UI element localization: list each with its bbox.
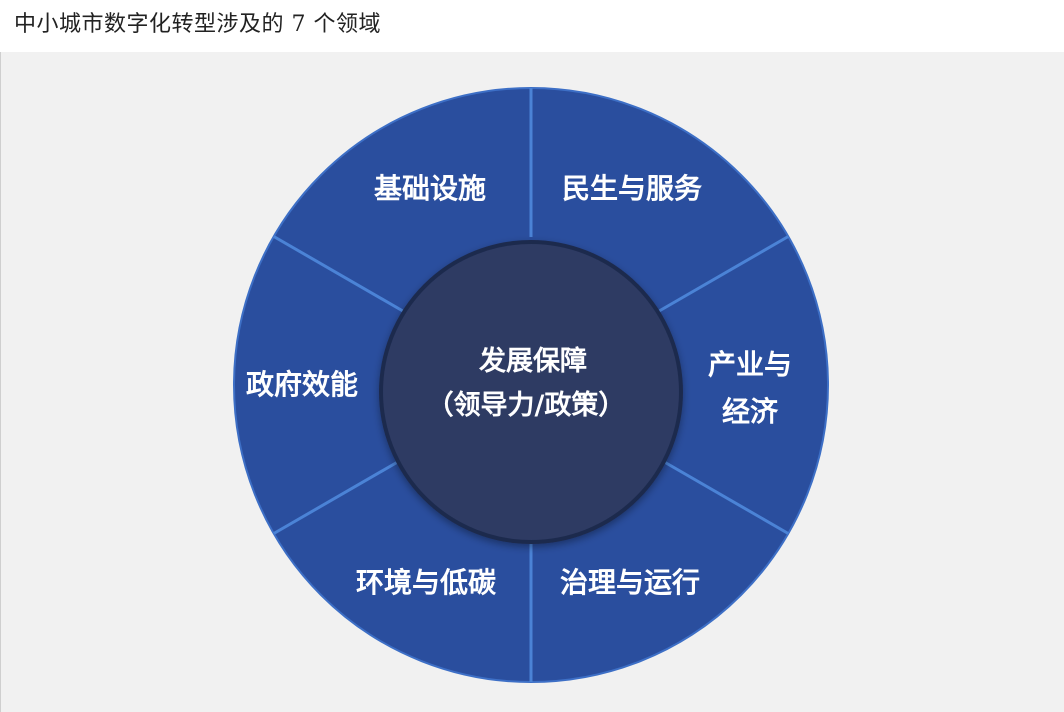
segment-label-governance: 治理与运行 [560,566,700,599]
divider-line [658,235,789,313]
ring-dividers [273,88,789,682]
center-subtitle: （领导力/政策） [427,389,626,421]
segment-label-industry-line1: 产业与 [708,348,792,381]
divider-line [273,457,404,535]
segment-label-infra: 基础设施 [374,172,486,205]
center-circle [379,240,683,544]
segment-label-livelihood: 民生与服务 [562,172,702,205]
segment-label-government: 政府效能 [246,368,358,401]
segment-label-environment: 环境与低碳 [356,566,497,599]
segment-label-industry-line2: 经济 [722,395,779,428]
page-title: 中小城市数字化转型涉及的 7 个领域 [14,12,381,37]
center-title: 发展保障 [478,345,587,377]
divider-line [273,235,404,313]
divider-line [658,457,789,535]
